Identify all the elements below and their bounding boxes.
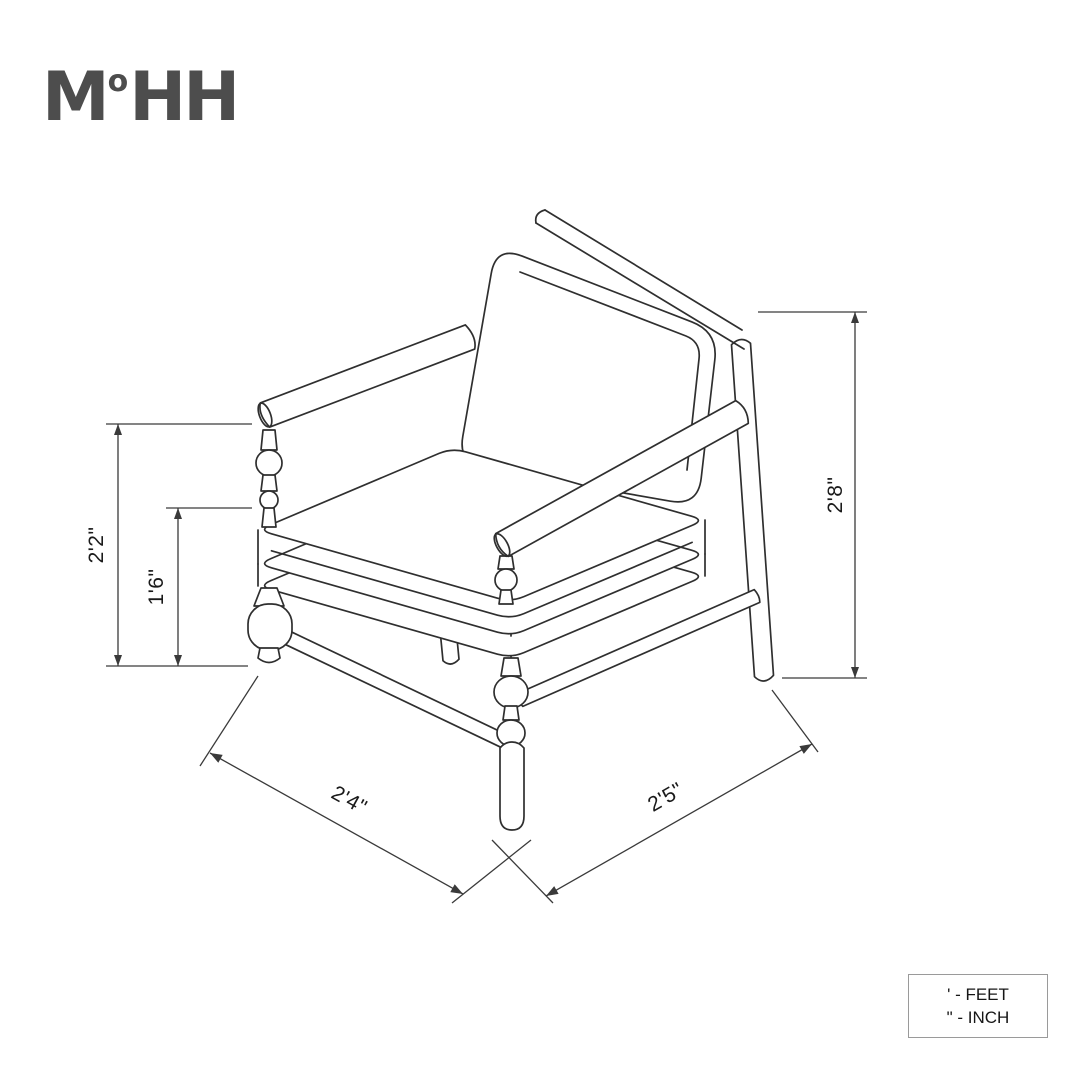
- dimension-seat-height: 1'6": [145, 508, 182, 666]
- dimension-width: 2'5": [545, 743, 813, 897]
- dimension-label-depth: 2'4": [327, 781, 370, 819]
- dimension-label-seat-height: 1'6": [145, 569, 168, 606]
- chair-rear-right-leg: [730, 338, 775, 682]
- logo-letters-hh: HH: [129, 58, 240, 137]
- dimension-label-width: 2'5": [644, 778, 687, 816]
- dimension-arm-height: 2'2": [85, 424, 122, 666]
- logo-letter-o: o: [107, 64, 129, 99]
- dimension-label-total-height: 2'8": [824, 477, 847, 514]
- dimension-annotations: 2'2" 1'6" 2'8" 2'4": [85, 311, 867, 904]
- chair-seat-piping: [270, 541, 693, 618]
- chair-front-stretcher: [283, 630, 511, 750]
- chair-drawing: [247, 209, 775, 831]
- chair-right-armrest: [493, 399, 750, 558]
- chair-back-cushion: [461, 252, 716, 503]
- extension-line-center-foot-right: [491, 839, 554, 904]
- chair-left-armrest: [257, 324, 476, 428]
- chair-left-arm-spindle: [255, 429, 283, 528]
- legend-inch: " - INCH: [946, 1007, 1010, 1027]
- dimension-depth: 2'4": [209, 752, 464, 895]
- chair-front-left-leg: [247, 587, 293, 664]
- logo-letter-m: M: [42, 58, 110, 137]
- chair-back-rail: [534, 209, 745, 350]
- legend-feet: ' - FEET: [947, 984, 1009, 1004]
- units-legend: ' - FEET " - INCH: [908, 974, 1048, 1038]
- chair-front-right-leg: [493, 657, 529, 831]
- dimension-total-height: 2'8": [824, 312, 859, 678]
- extension-line-center-foot-left: [451, 839, 532, 904]
- extension-line-rear-right-foot: [771, 689, 819, 753]
- chair-back-cushion-piping: [519, 271, 701, 471]
- dimension-label-arm-height: 2'2": [85, 527, 108, 564]
- extension-line-front-left-foot: [199, 675, 259, 767]
- chair-right-arm-spindle: [494, 555, 518, 605]
- brand-logo: M o HH: [42, 58, 240, 137]
